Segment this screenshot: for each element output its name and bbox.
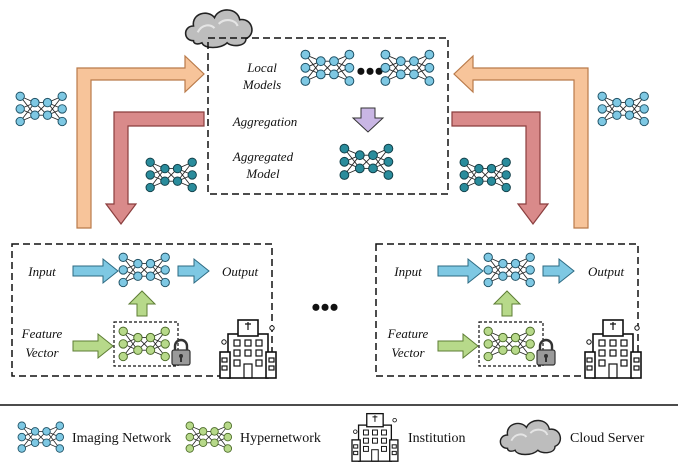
feature-label-line2: Vector (25, 345, 59, 360)
legend-institution-label: Institution (408, 431, 466, 446)
clients-ellipsis: ••• (311, 293, 338, 322)
client-box (11, 243, 273, 377)
local-models-label-line1: Local (246, 60, 277, 75)
feature-label-line1: Feature (387, 326, 429, 341)
hypernetwork-box (113, 321, 179, 367)
download-arrow-left (104, 111, 205, 225)
imaging-network-icon (598, 92, 648, 126)
local-models-label-line2: Models (242, 77, 281, 92)
legend-cloud-label: Cloud Server (570, 431, 645, 446)
institution-icon (351, 412, 399, 462)
institution-icon (584, 319, 642, 379)
local-model-network-icon (381, 50, 434, 85)
input-label: Input (27, 264, 56, 279)
aggregated-label-line1: Aggregated (232, 149, 294, 164)
cloud-icon (499, 419, 562, 456)
client-right: Input Output Feature Vector (375, 243, 642, 379)
upload-arrow-left (76, 54, 205, 229)
feature-arrow (72, 332, 114, 360)
institution-icon (219, 319, 277, 379)
imaging-network-icon (119, 253, 169, 287)
hyper-to-imaging-arrow (492, 290, 522, 317)
output-label: Output (222, 264, 259, 279)
feature-label-line1: Feature (21, 326, 63, 341)
aggregated-model-network-icon (340, 144, 393, 179)
feature-label-line2: Vector (391, 345, 425, 360)
hypernetwork-box (478, 321, 544, 367)
feature-arrow (437, 332, 479, 360)
output-label: Output (588, 264, 625, 279)
imaging-network-icon (16, 92, 66, 126)
lock-icon (535, 338, 557, 367)
hypernetwork-icon (484, 327, 534, 361)
local-model-network-icon (301, 50, 354, 85)
input-arrow (437, 257, 484, 285)
legend-imaging-label: Imaging Network (72, 431, 171, 446)
aggregation-arrow (351, 107, 385, 133)
cloud-icon (184, 8, 254, 49)
hyper-to-imaging-arrow (127, 290, 157, 317)
lock-icon (170, 338, 192, 367)
aggregated-network-icon (460, 158, 510, 192)
input-label: Input (393, 264, 422, 279)
download-arrow-right (451, 111, 550, 225)
aggregated-label-line2: Model (245, 166, 280, 181)
imaging-network-icon (484, 253, 534, 287)
hypernetwork-icon (119, 327, 169, 361)
imaging-network-icon (18, 422, 64, 452)
aggregation-label: Aggregation (232, 114, 298, 129)
input-arrow (72, 257, 119, 285)
aggregated-network-icon (146, 158, 196, 192)
client-left: Input Output Feature Vector (11, 243, 277, 379)
client-box (375, 243, 639, 377)
output-arrow (177, 257, 210, 285)
upload-arrow-right (453, 54, 589, 229)
local-models-ellipsis: ••• (356, 57, 383, 86)
output-arrow (542, 257, 575, 285)
legend-hyper-label: Hypernetwork (240, 431, 321, 446)
hypernetwork-icon (186, 422, 232, 452)
legend: Imaging Network Hypernetwork Institution… (18, 412, 645, 462)
